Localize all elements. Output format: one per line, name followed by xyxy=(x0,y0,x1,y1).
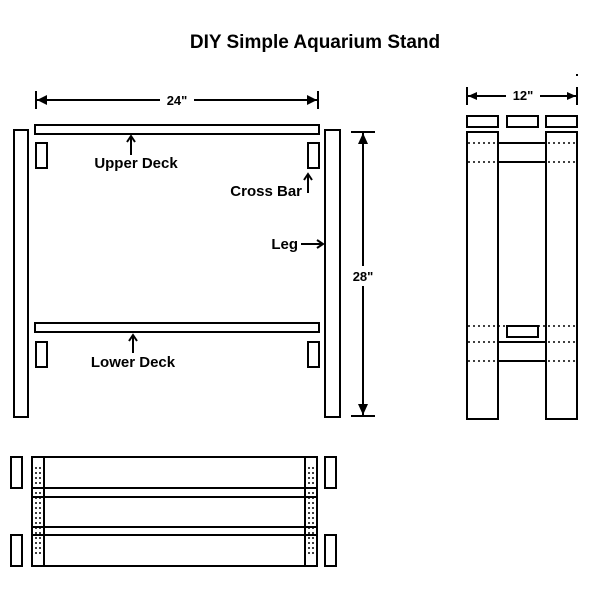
upper-deck-label: Upper Deck xyxy=(94,155,178,172)
lower-deck xyxy=(34,322,320,333)
cross-bar-lower-right xyxy=(307,341,320,368)
side-deck-end-right xyxy=(545,115,578,128)
depth-arrow-left xyxy=(468,92,477,100)
side-deck-end-left xyxy=(466,115,499,128)
cross-bar-upper-left xyxy=(35,142,48,169)
width-arrow-left xyxy=(37,95,47,105)
side-cross-bar-upper xyxy=(497,142,547,163)
width-arrow-right xyxy=(307,95,317,105)
top-deck-frame xyxy=(31,456,318,567)
height-dimension-label: 28" xyxy=(353,269,374,284)
cross-bar-upper-right xyxy=(307,142,320,169)
top-post-upper-left xyxy=(10,456,23,489)
side-lower-deck-end xyxy=(506,325,539,338)
upper-deck xyxy=(34,124,320,135)
leg-right xyxy=(324,129,341,418)
top-post-upper-right xyxy=(324,456,337,489)
cross-bar-label: Cross Bar xyxy=(230,183,302,200)
front-view: 24" Upper Deck Lower Deck Cross Bar Leg xyxy=(13,91,378,418)
leg-left xyxy=(13,129,29,418)
cross-bar-arrow-head xyxy=(303,172,313,181)
side-leg-left xyxy=(466,131,499,420)
height-arrow-bottom xyxy=(358,404,368,415)
width-dimension-label: 24" xyxy=(167,93,188,108)
top-view xyxy=(10,456,337,567)
top-post-lower-left xyxy=(10,534,23,567)
leg-label: Leg xyxy=(271,236,298,253)
height-arrow-top xyxy=(358,133,368,144)
side-cross-bar-lower xyxy=(497,341,547,362)
depth-arrow-right xyxy=(567,92,576,100)
diagram-title: DIY Simple Aquarium Stand xyxy=(190,32,440,53)
cross-bar-lower-left xyxy=(35,341,48,368)
side-view: 12" xyxy=(466,74,578,420)
side-leg-right xyxy=(545,131,578,420)
upper-deck-arrow-head xyxy=(126,134,136,143)
lower-deck-label: Lower Deck xyxy=(91,354,176,371)
depth-dimension-label: 12" xyxy=(513,88,534,103)
leg-arrow-head xyxy=(316,239,325,249)
lower-deck-arrow-head xyxy=(128,333,138,342)
top-post-lower-right xyxy=(324,534,337,567)
side-deck-end-middle xyxy=(506,115,539,128)
